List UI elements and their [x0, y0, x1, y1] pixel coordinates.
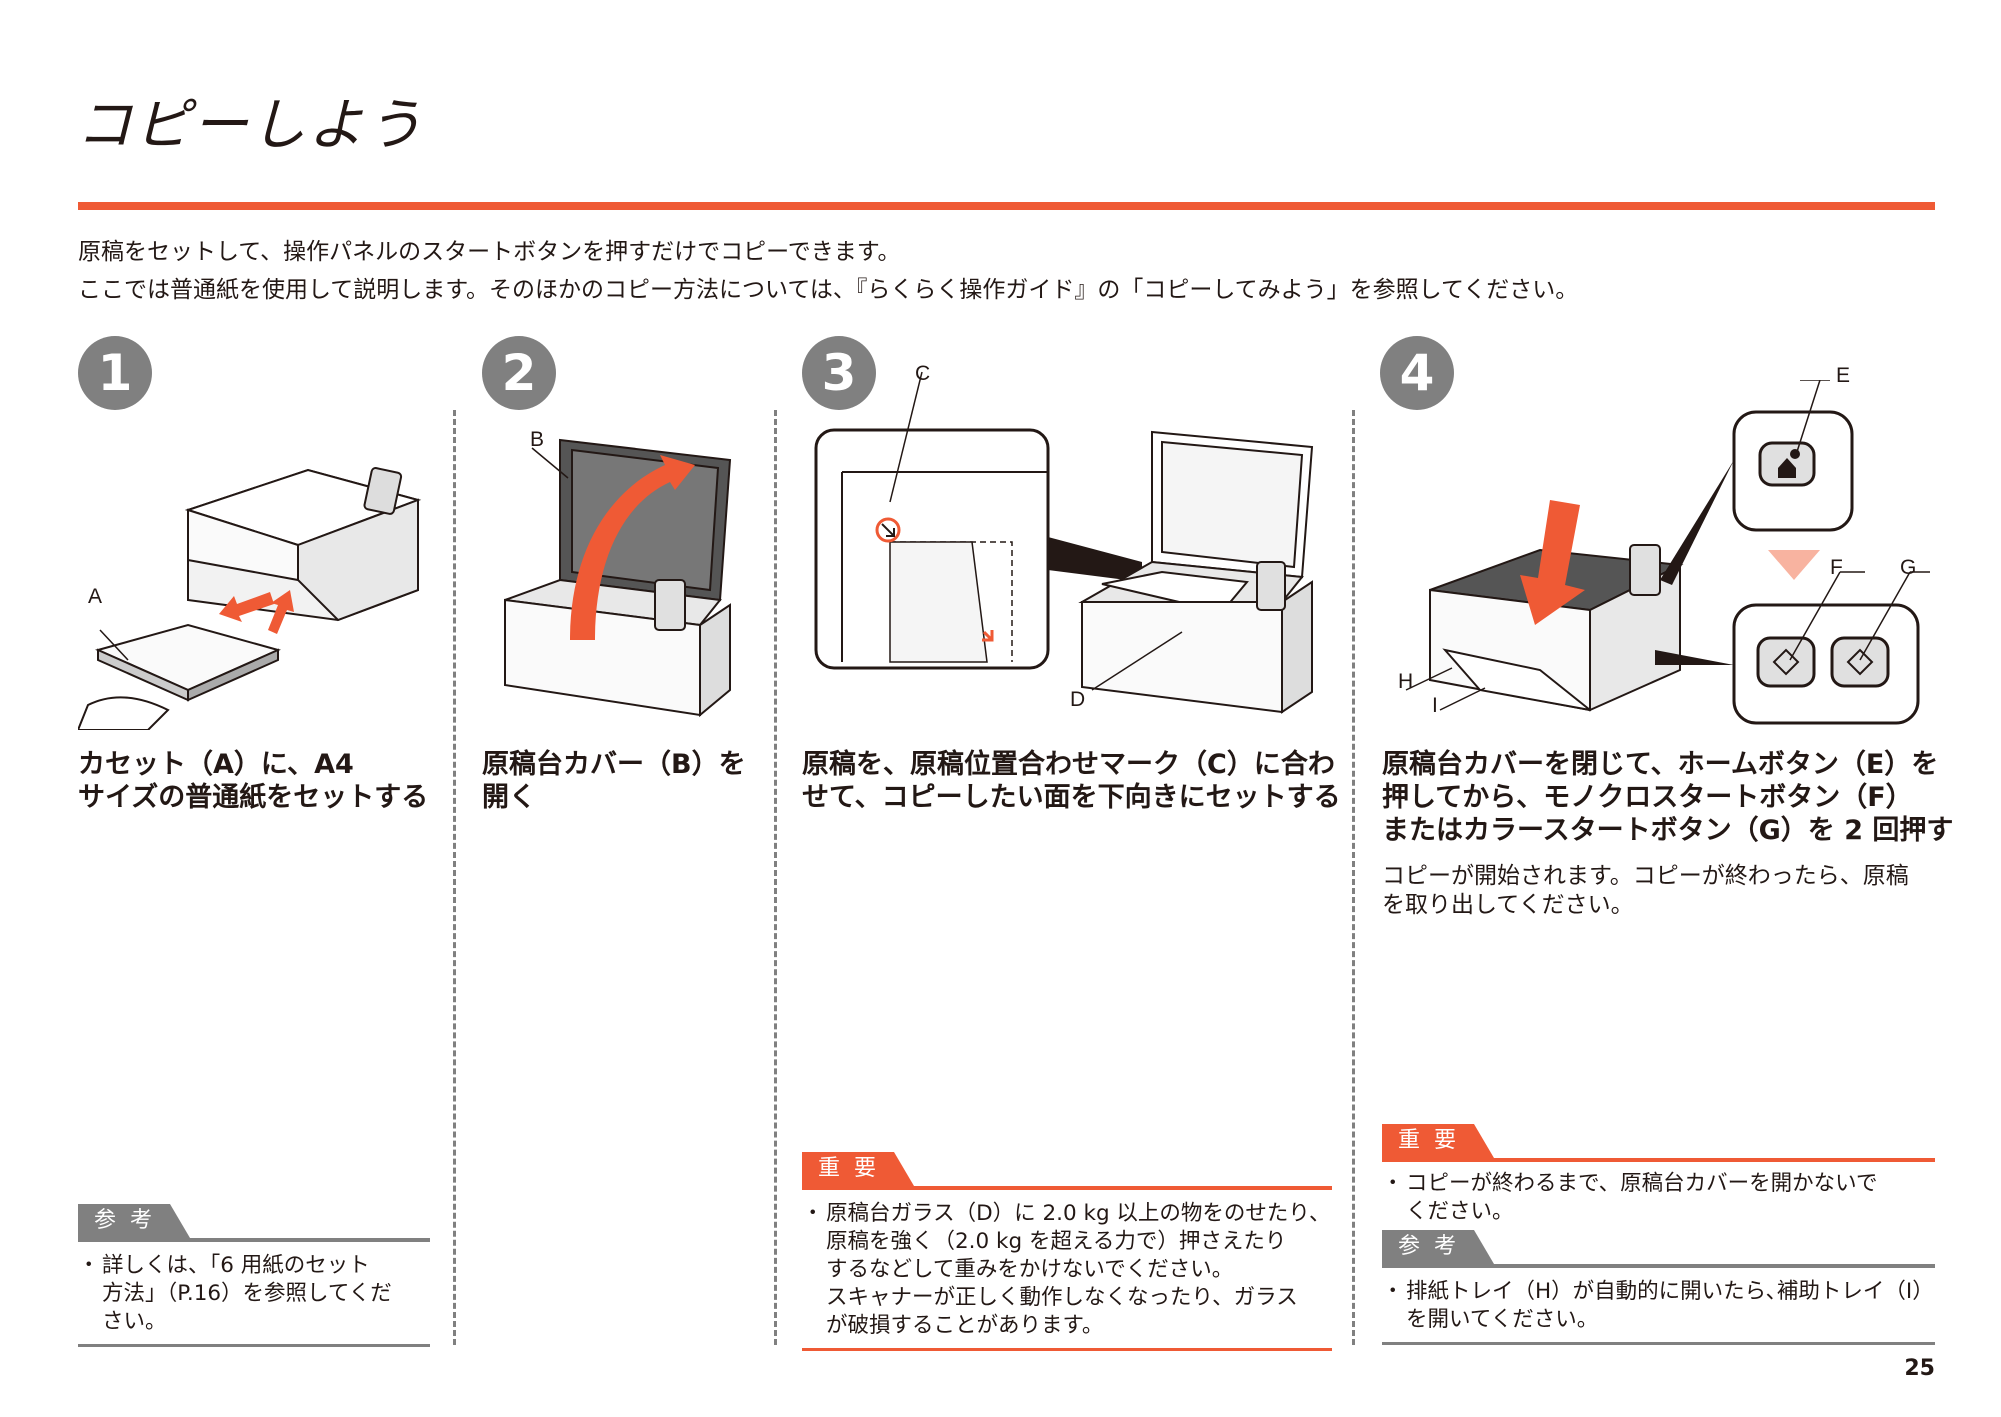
step-2-number: 2 — [482, 336, 556, 410]
column-divider-1 — [453, 410, 456, 1345]
step-1-illustration — [78, 467, 422, 730]
callout-i: I — [1432, 694, 1438, 717]
callout-a: A — [88, 585, 103, 608]
reference-bottom-bar — [1382, 1342, 1935, 1345]
callout-f: F — [1830, 556, 1843, 579]
important-bar — [802, 1186, 1332, 1190]
reference-bar — [78, 1238, 430, 1242]
page-title: コピーしよう — [76, 93, 424, 158]
intro-line-2: ここでは普通紙を使用して説明します。そのほかのコピー方法については、『らくらく操… — [78, 277, 1579, 303]
reference-text: ・詳しくは、「6 用紙のセット 方法」（P.16）を参照してくだ さい。 — [78, 1253, 392, 1334]
step-2-illustration — [504, 438, 732, 718]
important-tab-shape — [802, 1152, 914, 1186]
intro-line-1: 原稿をセットして、操作パネルのスタートボタンを押すだけでコピーできます。 — [78, 239, 901, 265]
step-1-reference-note: 参考 ・詳しくは、「6 用紙のセット 方法」（P.16）を参照してくだ さい。 — [78, 1204, 430, 1347]
step-4-heading: 原稿台カバーを閉じて、ホームボタン（E）を押してから、モノクロスタートボタン（F… — [1382, 749, 1954, 846]
reference-tab-shape — [78, 1204, 190, 1238]
step-3-illustration — [814, 371, 1314, 714]
important-tab-shape — [1382, 1124, 1494, 1158]
reference-bar — [1382, 1264, 1935, 1268]
step-3-heading: 原稿を、原稿位置合わせマーク（C）に合わせて、コピーしたい面を下向きにセットする — [802, 749, 1341, 813]
important-bar — [1382, 1158, 1935, 1162]
step-4-reference-note: 参考 ・排紙トレイ（H）が自動的に開いたら､補助トレイ（I） を開いてください。 — [1382, 1230, 1935, 1345]
reference-label: 参考 — [1398, 1234, 1471, 1259]
step-4-important-note: 重要 ・コピーが終わるまで、原稿台カバーを開かないで ください。 — [1382, 1124, 1935, 1226]
callout-d: D — [1070, 688, 1086, 711]
page-number: 25 — [1904, 1356, 1935, 1381]
reference-text: ・排紙トレイ（H）が自動的に開いたら､補助トレイ（I） を開いてください。 — [1382, 1279, 1934, 1332]
callout-e: E — [1836, 364, 1851, 387]
important-label: 重要 — [818, 1156, 891, 1181]
column-divider-3 — [1352, 410, 1355, 1345]
reference-bottom-bar — [78, 1344, 430, 1347]
step-3-important-note: 重要 ・原稿台ガラス（D）に 2.0 kg 以上の物をのせたり、 原稿を強く（2… — [802, 1152, 1332, 1351]
step-3-number: 3 — [802, 336, 876, 410]
important-bottom-bar — [802, 1348, 1332, 1351]
callout-h: H — [1398, 670, 1414, 693]
callout-b: B — [530, 428, 545, 451]
reference-tab-shape — [1382, 1230, 1494, 1264]
step-4-number: 4 — [1380, 336, 1454, 410]
column-divider-2 — [774, 410, 777, 1345]
callout-c: C — [915, 362, 931, 385]
step-4-body: コピーが開始されます。コピーが終わったら、原稿を取り出してください。 — [1382, 863, 1909, 918]
callout-g: G — [1900, 556, 1917, 579]
important-text: ・原稿台ガラス（D）に 2.0 kg 以上の物をのせたり、 原稿を強く（2.0 … — [802, 1201, 1331, 1338]
title-rule — [78, 202, 1935, 210]
reference-label: 参考 — [94, 1208, 167, 1233]
important-label: 重要 — [1398, 1128, 1471, 1153]
step-4-illustration — [1405, 380, 1930, 725]
step-1-number: 1 — [78, 336, 152, 410]
important-text: ・コピーが終わるまで、原稿台カバーを開かないで ください。 — [1382, 1171, 1878, 1224]
step-2-heading: 原稿台カバー（B）を開く — [482, 749, 746, 813]
